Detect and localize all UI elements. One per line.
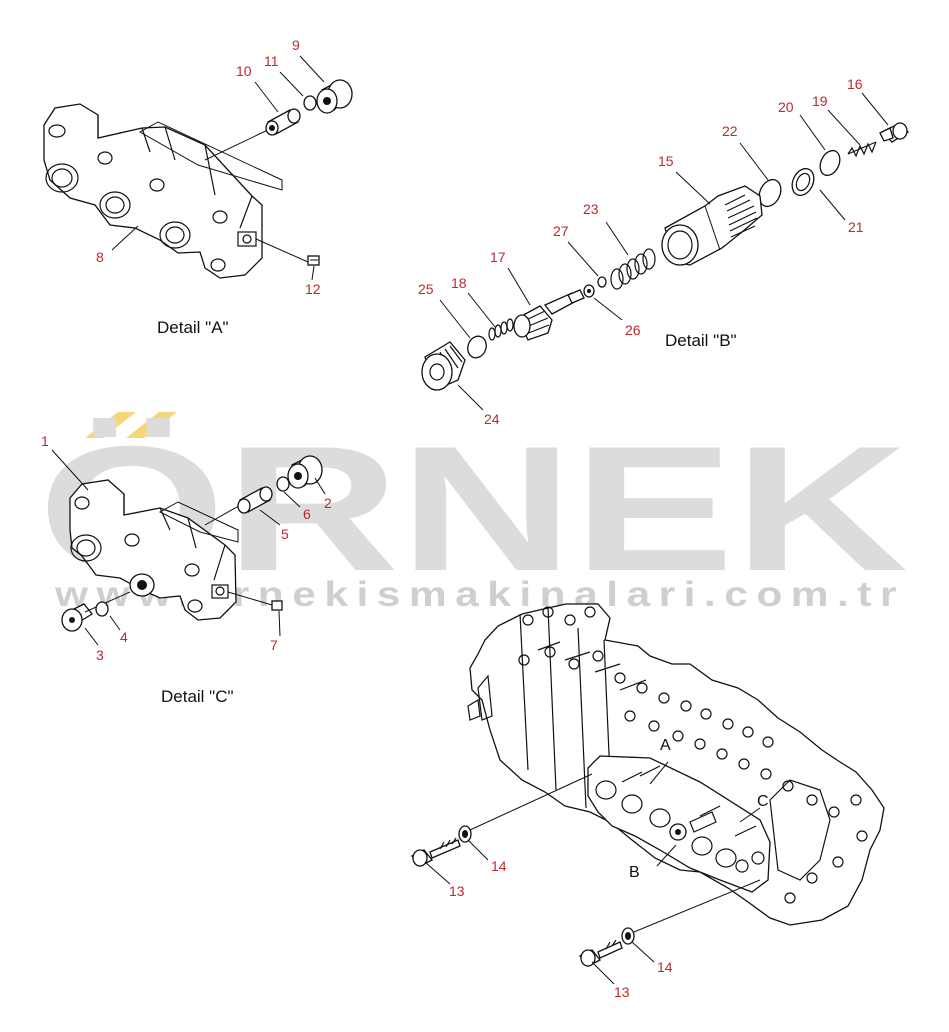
washer-part-21 (791, 167, 815, 197)
nut-part-26 (583, 284, 595, 298)
callout-6: 6 (303, 506, 311, 522)
callout-10: 10 (236, 63, 252, 79)
callout-14-upper: 14 (491, 858, 507, 874)
callout-5: 5 (281, 526, 289, 542)
housing-part-8 (43, 103, 263, 279)
spring-part-18 (488, 318, 514, 341)
washer-part-14-upper (458, 825, 472, 843)
ring-part-6 (276, 476, 290, 492)
bolt-part-13-lower (578, 939, 623, 967)
callout-19: 19 (812, 93, 828, 109)
marker-a: A (660, 737, 671, 754)
bolt-part-13-upper (410, 837, 461, 867)
callout-12: 12 (305, 281, 321, 297)
ring-part-11 (303, 95, 317, 111)
watermark-accent-right (126, 412, 177, 438)
callout-20: 20 (778, 99, 794, 115)
plug-part-2 (287, 455, 323, 489)
callout-13-lower: 13 (614, 984, 630, 1000)
detail-a-leader (204, 127, 273, 161)
bolt-part-16 (879, 122, 910, 143)
callout-9: 9 (292, 37, 300, 53)
callout-18: 18 (451, 275, 467, 291)
callout-4: 4 (120, 629, 128, 645)
valve-highlight-block (587, 755, 771, 893)
oring-part-25 (467, 335, 487, 359)
valve-bolt-holes (518, 606, 868, 904)
callout-11: 11 (264, 53, 279, 69)
detail-a-assembly: Detail "A" (43, 55, 353, 337)
callout-25: 25 (418, 281, 434, 297)
callout-2: 2 (324, 495, 332, 511)
oring-part-22 (758, 178, 782, 208)
main-valve-assembly: A B C (410, 603, 885, 985)
callout-27: 27 (553, 223, 569, 239)
sleeve-part-5 (237, 486, 273, 514)
callout-26: 26 (625, 322, 641, 338)
detail-a-bracket (138, 121, 283, 191)
callout-21: 21 (848, 219, 864, 235)
detail-c-assembly: Detail "C" (51, 449, 326, 706)
spool-part-17 (513, 289, 585, 341)
detail-a-title: Detail "A" (157, 318, 229, 337)
ring-part-27 (597, 276, 607, 288)
callout-17: 17 (490, 249, 506, 265)
callout-14-lower: 14 (657, 959, 673, 975)
bolt-axis-lower (633, 879, 761, 933)
callout-8: 8 (96, 249, 104, 265)
small-plug-part-7 (227, 591, 283, 611)
marker-c: C (757, 793, 769, 810)
callout-3: 3 (96, 647, 104, 663)
detail-b-assembly: Detail "B" (421, 92, 910, 411)
valve-body-part-15 (661, 185, 763, 266)
callout-labels: 10 11 9 8 12 16 19 20 22 15 21 23 27 17 … (41, 37, 864, 1000)
callout-23: 23 (583, 201, 599, 217)
sleeve-part-10 (265, 108, 301, 136)
detail-b-title: Detail "B" (665, 331, 737, 350)
spring-part-19 (847, 141, 877, 158)
oring-part-4 (95, 601, 109, 617)
plug-part-3 (61, 591, 131, 632)
plug-part-9 (316, 79, 353, 114)
washer-part-14-lower (621, 927, 635, 945)
small-plug-part-12 (255, 238, 320, 266)
plug-part-24 (421, 341, 466, 391)
marker-b: B (629, 864, 640, 881)
callout-15: 15 (658, 153, 674, 169)
callout-13-upper: 13 (449, 883, 465, 899)
callout-16: 16 (847, 76, 863, 92)
callout-1: 1 (41, 433, 49, 449)
detail-c-title: Detail "C" (161, 687, 234, 706)
housing-part-1 (69, 479, 237, 621)
spring-part-23 (610, 248, 656, 290)
callout-7: 7 (270, 637, 278, 653)
detail-c-bracket (158, 501, 239, 543)
bolt-axis-upper (469, 773, 593, 831)
watermark-accent-left (85, 412, 136, 438)
ring-part-20 (819, 149, 841, 177)
callout-22: 22 (722, 123, 738, 139)
callout-24: 24 (484, 411, 500, 427)
